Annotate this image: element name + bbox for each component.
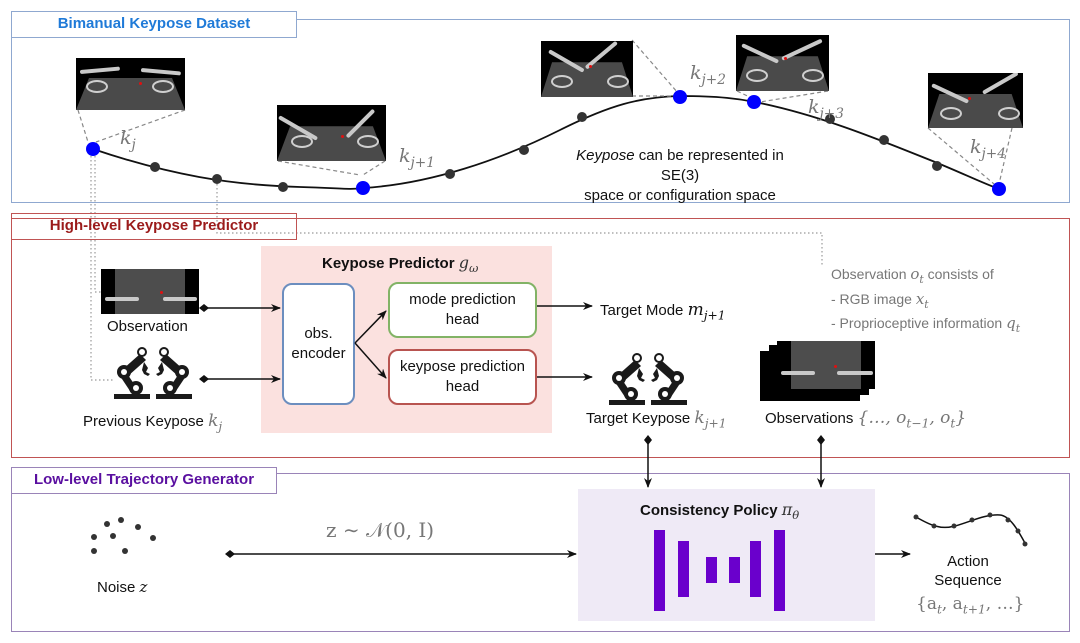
callout-line xyxy=(631,39,679,94)
scene-thumbnail-kj1 xyxy=(277,105,386,161)
obs-encoder-block: obs.encoder xyxy=(282,283,355,405)
unet-bar xyxy=(678,541,689,597)
unet-bar xyxy=(750,541,761,597)
target-keypose-label: Target Keypose kj+1 xyxy=(586,408,727,431)
observation-note: Observation ot consists of - RGB image x… xyxy=(831,265,1021,335)
link-line xyxy=(90,152,114,381)
keypose-label-kj: kj xyxy=(120,127,136,153)
callout-line xyxy=(927,127,995,185)
observation-label: Observation xyxy=(107,318,188,335)
callout-line xyxy=(277,160,361,176)
keypose-node xyxy=(992,182,1006,196)
keypose-label-kj1: kj+1 xyxy=(399,145,435,171)
consistency-policy-title: Consistency Policy πθ xyxy=(640,500,800,523)
waypoint-node xyxy=(278,182,288,192)
keypose-node xyxy=(356,181,370,195)
keypose-node xyxy=(86,142,100,156)
waypoint-node xyxy=(445,169,455,179)
waypoint-node xyxy=(519,145,529,155)
keypose-label-kj2: kj+2 xyxy=(690,62,726,88)
sampling-formula: z ∼ 𝒩(0, I) xyxy=(326,518,435,542)
callout-line xyxy=(759,90,829,103)
keypose-node xyxy=(747,95,761,109)
callout-line xyxy=(362,160,386,176)
observations-stack xyxy=(760,341,875,401)
waypoint-node xyxy=(879,135,889,145)
robot-arms-icon xyxy=(609,353,687,405)
keypose-label-kj4: kj+4 xyxy=(970,136,1006,162)
keypose-predictor-title: Keypose Predictor gω xyxy=(322,253,479,276)
scene-thumbnail-kj2 xyxy=(541,41,633,97)
callout-line xyxy=(95,109,186,143)
unet-bar xyxy=(654,530,665,611)
scene-thumbnail-kj3 xyxy=(736,35,829,91)
keypose-nodes xyxy=(86,90,1006,196)
scene-thumbnail-kj xyxy=(76,58,185,110)
waypoint-node xyxy=(150,162,160,172)
observation-thumbnail xyxy=(101,269,199,314)
predictor-title: High-level Keypose Predictor xyxy=(11,213,297,240)
callout-line xyxy=(77,109,89,143)
noise-dots-icon xyxy=(91,517,156,554)
consistency-policy-module xyxy=(578,489,875,621)
predictor-panel xyxy=(11,218,1070,458)
unet-bars-icon xyxy=(654,530,785,611)
callout-line xyxy=(998,127,1013,185)
generator-title: Low-level Trajectory Generator xyxy=(11,467,277,494)
noise-label: Noise z xyxy=(97,578,148,596)
unet-bar xyxy=(774,530,785,611)
unet-bar xyxy=(729,557,740,583)
keypose-label-kj3: kj+3 xyxy=(808,96,844,122)
dataset-title: Bimanual Keypose Dataset xyxy=(11,11,297,38)
waypoint-node xyxy=(577,112,587,122)
waypoint-node xyxy=(825,114,835,124)
unet-bar xyxy=(706,557,717,583)
target-mode-label: Target Mode mj+1 xyxy=(600,300,726,323)
generator-panel xyxy=(11,473,1070,632)
action-sequence-math: {at, at+1, …} xyxy=(916,594,1025,617)
waypoint-nodes xyxy=(150,112,942,192)
waypoint-node xyxy=(932,161,942,171)
keypose-node xyxy=(673,90,687,104)
waypoint-node xyxy=(212,174,222,184)
previous-keypose-label: Previous Keypose kj xyxy=(83,411,223,434)
keypose-note: Keypose can be represented in SE(3) spac… xyxy=(576,147,784,204)
dataset-panel xyxy=(11,19,1070,203)
observations-label: Observations {…, ot−1, ot} xyxy=(765,408,967,431)
trajectory-curve xyxy=(92,95,1000,190)
scene-thumbnail-kj4 xyxy=(928,73,1023,128)
robot-arms-icon xyxy=(114,347,192,399)
trajectory-curve-icon xyxy=(913,512,1028,547)
